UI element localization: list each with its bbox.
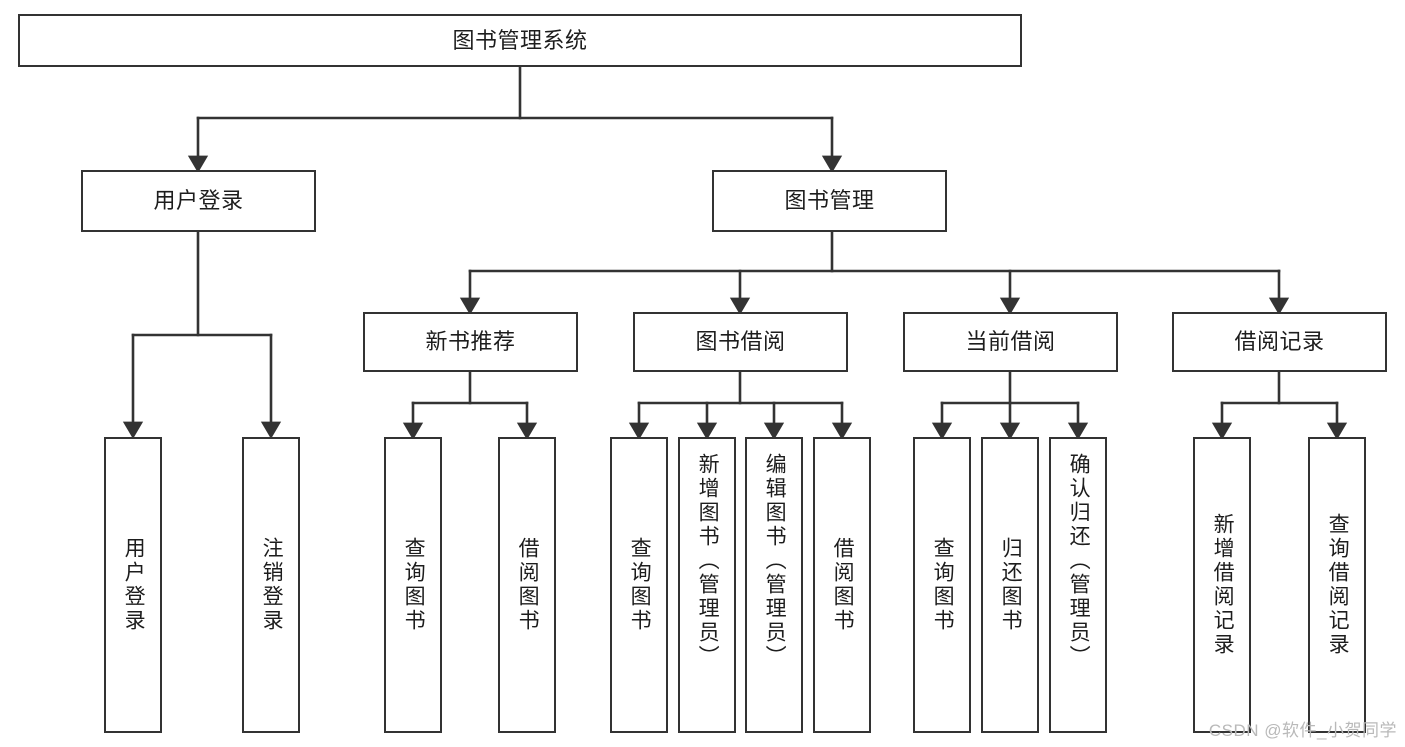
node-leaf-borrow-book-1-label: 借阅图书 [516,537,540,633]
node-root[interactable]: 图书管理系统 [18,14,1022,67]
node-leaf-borrow-book-2-label: 借阅图书 [831,537,855,633]
node-leaf-query-book-2[interactable]: 查询图书 [610,437,668,733]
node-root-label: 图书管理系统 [452,27,588,53]
node-leaf-return-book-label: 归还图书 [999,537,1023,633]
node-leaf-user-login[interactable]: 用户登录 [104,437,162,733]
node-leaf-borrow-book-1[interactable]: 借阅图书 [498,437,556,733]
node-leaf-user-login-label: 用户登录 [122,537,146,633]
node-leaf-query-book-1[interactable]: 查询图书 [384,437,442,733]
node-leaf-edit-book[interactable]: 编辑图书（管理员） [745,437,803,733]
node-user-login[interactable]: 用户登录 [81,170,316,232]
node-new-book-recommend[interactable]: 新书推荐 [363,312,578,372]
node-leaf-add-record-label: 新增借阅记录 [1211,513,1235,657]
node-leaf-return-book[interactable]: 归还图书 [981,437,1039,733]
node-leaf-query-book-3[interactable]: 查询图书 [913,437,971,733]
node-leaf-query-book-3-label: 查询图书 [931,537,955,633]
node-leaf-logout[interactable]: 注销登录 [242,437,300,733]
node-leaf-confirm-return[interactable]: 确认归还（管理员） [1049,437,1107,733]
node-leaf-confirm-return-label: 确认归还（管理员） [1067,453,1091,669]
node-leaf-query-record-label: 查询借阅记录 [1326,513,1350,657]
node-leaf-borrow-book-2[interactable]: 借阅图书 [813,437,871,733]
node-leaf-query-book-1-label: 查询图书 [402,537,426,633]
node-borrow-record[interactable]: 借阅记录 [1172,312,1387,372]
watermark: CSDN @软件_小贺同学 [1208,721,1397,740]
node-new-book-recommend-label: 新书推荐 [425,329,516,355]
node-book-management[interactable]: 图书管理 [712,170,947,232]
node-current-borrow-label: 当前借阅 [965,329,1056,355]
node-book-borrow-label: 图书借阅 [695,329,786,355]
node-leaf-add-book[interactable]: 新增图书（管理员） [678,437,736,733]
node-borrow-record-label: 借阅记录 [1234,329,1325,355]
node-book-borrow[interactable]: 图书借阅 [633,312,848,372]
node-book-management-label: 图书管理 [784,188,875,214]
node-leaf-query-record[interactable]: 查询借阅记录 [1308,437,1366,733]
node-leaf-add-record[interactable]: 新增借阅记录 [1193,437,1251,733]
node-current-borrow[interactable]: 当前借阅 [903,312,1118,372]
node-leaf-logout-label: 注销登录 [260,537,284,633]
node-leaf-edit-book-label: 编辑图书（管理员） [763,453,787,669]
node-leaf-query-book-2-label: 查询图书 [628,537,652,633]
node-user-login-label: 用户登录 [153,188,244,214]
node-leaf-add-book-label: 新增图书（管理员） [696,453,720,669]
